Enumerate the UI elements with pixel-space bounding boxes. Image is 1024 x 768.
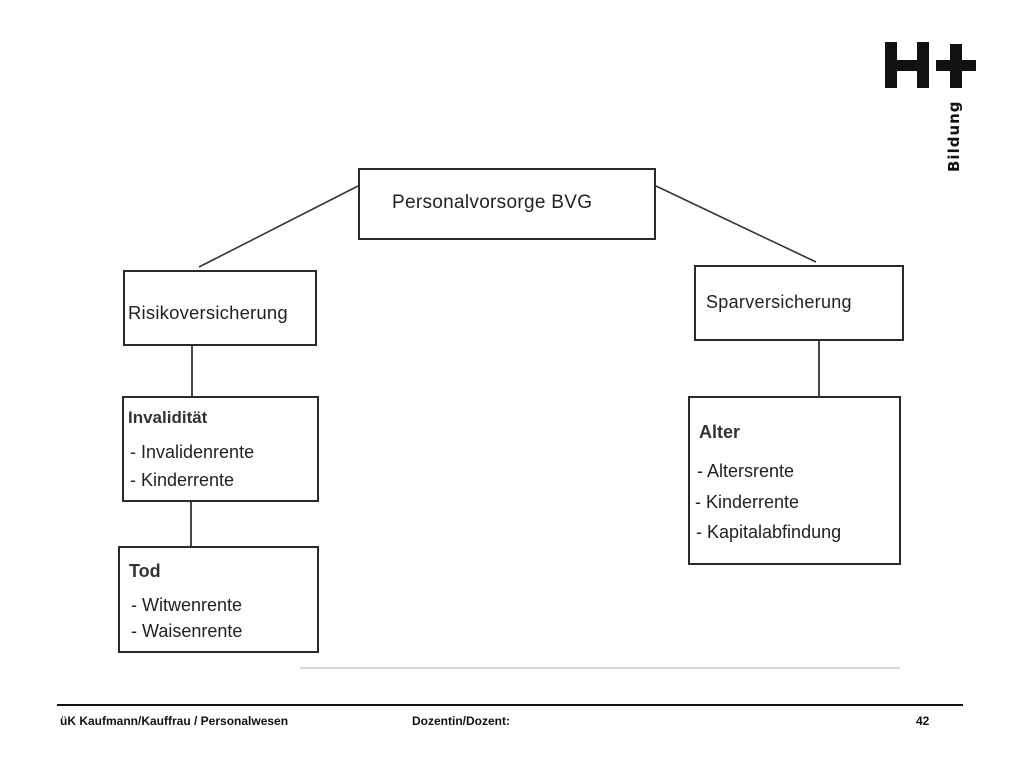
list-item: - Witwenrente xyxy=(131,595,243,615)
box-personalvorsorge: Personalvorsorge BVG xyxy=(358,168,656,240)
list-item: - Kinderrente xyxy=(130,470,235,490)
logo-text: Bildung xyxy=(945,100,963,172)
box-title: Tod xyxy=(129,561,161,581)
footer-lecturer-label: Dozentin/Dozent: xyxy=(412,714,510,728)
list-item: - Kapitalabfindung xyxy=(696,522,842,542)
box-invaliditaet: Invalidität - Invalidenrente - Kinderren… xyxy=(122,396,319,502)
box-title: Alter xyxy=(699,422,741,442)
footer-course: üK Kaufmann/Kauffrau / Personalwesen xyxy=(60,714,289,728)
box-tod: Tod - Witwenrente - Waisenrente xyxy=(118,546,319,653)
connector-root-spar xyxy=(655,185,817,263)
list-item: - Invalidenrente xyxy=(130,442,255,462)
list-item: - Altersrente xyxy=(697,461,795,481)
box-alter: Alter - Altersrente - Kinderrente - Kapi… xyxy=(688,396,901,565)
box-title: Invalidität xyxy=(128,408,208,427)
box-title: Personalvorsorge BVG xyxy=(392,192,593,213)
footer-divider xyxy=(57,704,963,706)
h-plus-logo-icon xyxy=(885,42,976,88)
box-sparversicherung: Sparversicherung xyxy=(694,265,904,341)
list-item: - Kinderrente xyxy=(695,492,800,512)
list-item: - Waisenrente xyxy=(131,621,243,641)
connector-root-risk xyxy=(198,185,359,268)
box-title: Risikoversicherung xyxy=(128,302,288,323)
page-number: 42 xyxy=(916,714,930,728)
box-risikoversicherung: Risikoversicherung xyxy=(123,270,317,346)
box-title: Sparversicherung xyxy=(706,292,852,312)
